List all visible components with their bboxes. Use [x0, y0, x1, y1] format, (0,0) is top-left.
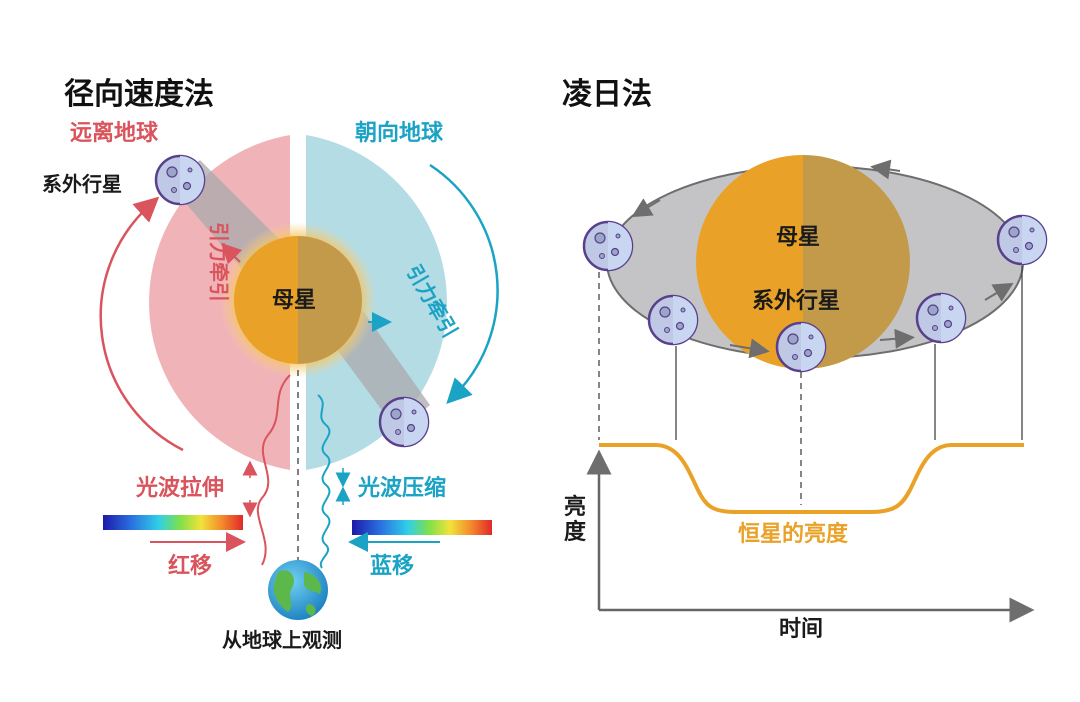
star-label: 母星: [272, 288, 317, 313]
star-right-half: [298, 236, 362, 364]
toward-earth-label: 朝向地球: [355, 121, 444, 146]
away-orbit-arrow: [99, 196, 184, 452]
brightness-axis-label: 亮度: [564, 495, 587, 546]
gravity-label-left: 引力牵引: [207, 222, 231, 302]
exoplanet-away: [154, 154, 206, 206]
brightness-curve: [599, 443, 1024, 514]
away-from-earth-label: 远离地球: [70, 121, 159, 146]
compressed-wave: [317, 394, 331, 569]
transit-title: 凌日法: [562, 77, 652, 112]
transit-star-left: [696, 155, 803, 369]
exoplanet-toward: [378, 396, 430, 448]
radial-velocity-title: 径向速度法: [64, 77, 214, 112]
light-stretch-label: 光波拉伸: [136, 476, 225, 501]
transit-star-right: [803, 155, 910, 369]
observer-label: 从地球上观测: [222, 628, 342, 652]
transit-planet-4: [915, 292, 967, 344]
earth-icon: [268, 560, 328, 620]
transit-star-label: 母星: [776, 225, 821, 250]
transit-planet-2: [647, 294, 699, 346]
radial-velocity-panel: 引力牵引 引力牵引: [99, 135, 499, 620]
transit-planet-label: 系外行星: [752, 289, 841, 314]
star-left-half: [234, 236, 298, 364]
stretched-wave: [256, 374, 291, 566]
light-compress-label: 光波压缩: [358, 476, 447, 501]
toward-orbit-arrow: [429, 163, 499, 404]
transit-panel: [582, 155, 1048, 623]
transit-planet-3: [775, 321, 827, 373]
exoplanet-label: 系外行星: [42, 172, 122, 196]
transit-planet-5: [996, 214, 1048, 266]
time-axis-label: 时间: [779, 617, 824, 642]
star-brightness-label: 恒星的亮度: [738, 522, 849, 547]
redshift-spectrum: [103, 515, 243, 530]
transit-planet-1: [582, 220, 634, 272]
blueshift-label: 蓝移: [370, 554, 415, 579]
redshift-label: 红移: [168, 554, 213, 579]
blueshift-spectrum: [352, 520, 492, 535]
